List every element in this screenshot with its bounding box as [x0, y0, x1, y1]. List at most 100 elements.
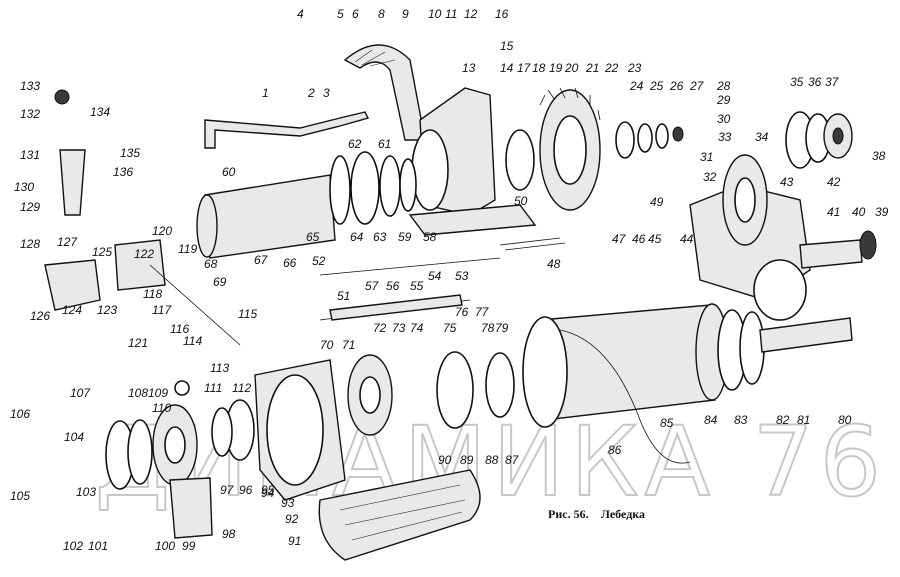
callout-100: 100 [155, 539, 175, 553]
middle-gears [347, 351, 515, 436]
callout-54: 54 [428, 269, 442, 283]
bearing-cap-left [105, 380, 213, 539]
callout-6: 6 [352, 7, 359, 21]
callout-21: 21 [585, 61, 599, 75]
callout-40: 40 [852, 205, 866, 219]
callout-110: 110 [152, 401, 171, 415]
callout-77: 77 [475, 305, 490, 319]
right-flange [785, 111, 853, 169]
callout-76: 76 [455, 305, 469, 319]
callout-4: 4 [297, 7, 304, 21]
callout-92: 92 [285, 512, 299, 526]
callout-38: 38 [872, 149, 886, 163]
callout-81: 81 [797, 413, 810, 427]
callout-24: 24 [629, 79, 644, 93]
callout-104: 104 [64, 430, 84, 444]
callout-99: 99 [182, 539, 196, 553]
callout-23: 23 [627, 61, 642, 75]
callout-45: 45 [648, 232, 662, 246]
lower-housing [211, 359, 346, 501]
callout-53: 53 [455, 269, 469, 283]
callout-119: 119 [178, 242, 197, 256]
callout-55: 55 [410, 279, 424, 293]
callout-87: 87 [505, 453, 520, 467]
callout-93: 93 [281, 496, 295, 510]
callout-102: 102 [63, 539, 83, 553]
callout-14: 14 [500, 61, 514, 75]
callout-26: 26 [669, 79, 684, 93]
callout-2: 2 [307, 86, 315, 100]
callout-18: 18 [532, 61, 546, 75]
callout-115: 115 [238, 307, 257, 321]
callout-10: 10 [428, 7, 442, 21]
callout-80: 80 [838, 413, 852, 427]
callout-1: 1 [262, 86, 269, 100]
callout-13: 13 [462, 61, 476, 75]
callout-62: 62 [348, 137, 362, 151]
callout-89: 89 [460, 453, 474, 467]
callout-105: 105 [10, 489, 30, 503]
callout-121: 121 [128, 336, 148, 350]
brake-band-lower [318, 469, 481, 561]
callout-91: 91 [288, 534, 301, 548]
callout-122: 122 [134, 247, 154, 261]
callout-118: 118 [143, 287, 162, 301]
callout-46: 46 [632, 232, 646, 246]
callout-60: 60 [222, 165, 236, 179]
callout-106: 106 [10, 407, 30, 421]
callout-103: 103 [76, 485, 96, 499]
callout-74: 74 [410, 321, 424, 335]
gearbox-housing [408, 87, 537, 236]
callout-33: 33 [718, 130, 732, 144]
callout-120: 120 [152, 224, 172, 238]
callout-72: 72 [373, 321, 387, 335]
callout-37: 37 [825, 75, 840, 89]
callout-128: 128 [20, 237, 40, 251]
callout-84: 84 [704, 413, 718, 427]
callout-12: 12 [464, 7, 478, 21]
callout-34: 34 [755, 130, 769, 144]
callout-20: 20 [564, 61, 579, 75]
callout-71: 71 [342, 338, 355, 352]
callout-124: 124 [62, 303, 82, 317]
callout-31: 31 [700, 150, 713, 164]
callout-61: 61 [378, 137, 391, 151]
callout-101: 101 [88, 539, 108, 553]
callout-28: 28 [716, 79, 731, 93]
callout-88: 88 [485, 453, 499, 467]
callout-113: 113 [210, 361, 229, 375]
callout-11: 11 [445, 7, 457, 21]
callout-25: 25 [649, 79, 664, 93]
callout-68: 68 [204, 257, 218, 271]
callout-9: 9 [402, 7, 409, 21]
lever-mechanism [44, 89, 241, 346]
callout-114: 114 [183, 334, 202, 348]
callout-127: 127 [57, 235, 78, 249]
callout-95: 95 [261, 483, 275, 497]
right-gearbox [689, 154, 877, 321]
callout-134: 134 [90, 105, 110, 119]
callout-35: 35 [790, 75, 804, 89]
callout-107: 107 [70, 386, 91, 400]
callout-70: 70 [320, 338, 334, 352]
callout-3: 3 [323, 86, 330, 100]
callout-98: 98 [222, 527, 236, 541]
callout-131: 131 [20, 148, 40, 162]
drive-shaft [196, 151, 417, 259]
callout-41: 41 [827, 205, 840, 219]
callout-94: 94 [261, 486, 275, 500]
callout-48: 48 [547, 257, 561, 271]
callout-73: 73 [392, 321, 406, 335]
callout-22: 22 [604, 61, 619, 75]
callout-116: 116 [170, 322, 189, 336]
callout-109: 109 [148, 386, 168, 400]
callout-32: 32 [703, 170, 717, 184]
callout-86: 86 [608, 443, 622, 457]
callout-58: 58 [423, 230, 437, 244]
callout-52: 52 [312, 254, 326, 268]
callout-39: 39 [875, 205, 889, 219]
callout-56: 56 [386, 279, 400, 293]
callout-47: 47 [612, 232, 627, 246]
callout-8: 8 [378, 7, 385, 21]
